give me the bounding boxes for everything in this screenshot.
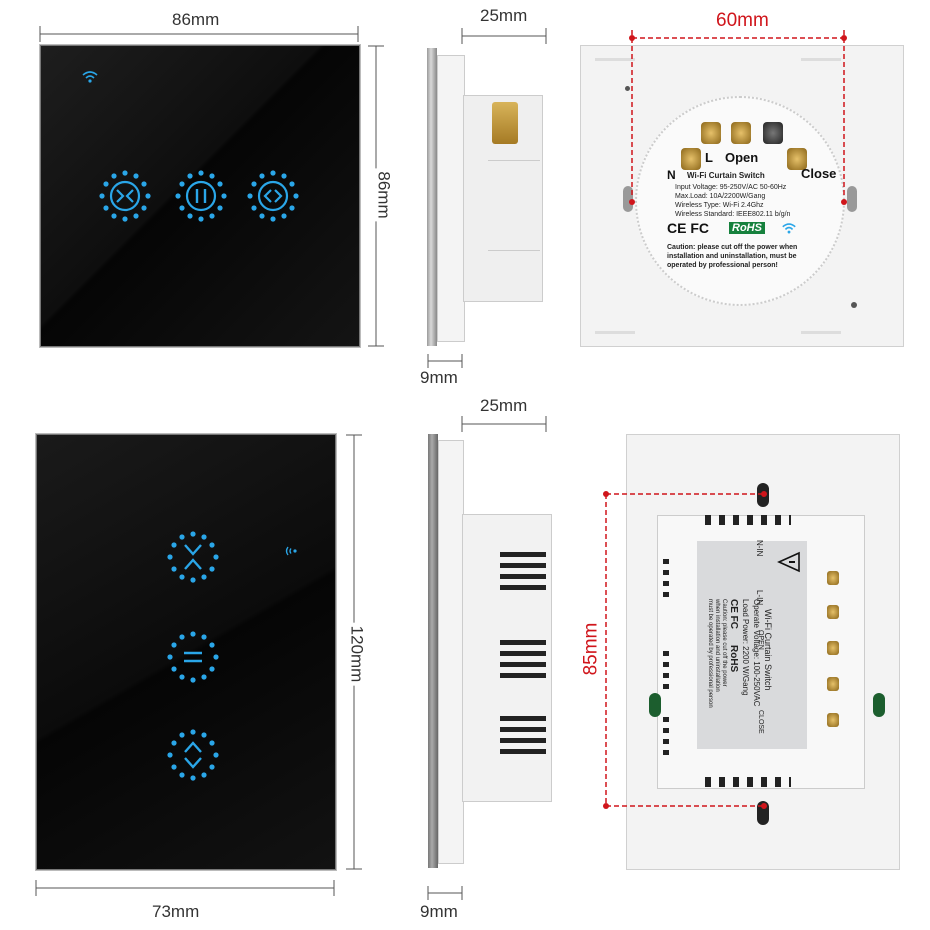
us-depth-label: 25mm: [480, 396, 528, 415]
sq-depth-label: 25mm: [480, 6, 528, 25]
sq-glass-dim-line: [427, 354, 463, 368]
us-screw-terminal: [827, 677, 839, 691]
sq-screw-terminal: [731, 122, 751, 144]
sq-hole-spacing-dim: [629, 30, 847, 205]
sq-width-label: 86mm: [168, 10, 224, 30]
close-curtain-icon[interactable]: [165, 529, 221, 585]
pause-icon[interactable]: [165, 629, 221, 685]
wifi-icon: [285, 546, 297, 556]
us-front-panel: [36, 434, 336, 870]
sq-screw-terminal: [681, 148, 701, 170]
us-screw-terminal: [827, 641, 839, 655]
us-side-vent: [500, 716, 546, 760]
sq-label-line1: Input Voltage: 95-250V/AC 50-60Hz: [675, 184, 787, 191]
wifi-icon: [82, 71, 98, 83]
sq-caution-2: installation and uninstallation, must be: [667, 253, 797, 260]
pause-icon[interactable]: [173, 168, 229, 224]
us-screw-terminal: [827, 571, 839, 585]
us-height-label: 120mm: [346, 622, 367, 686]
sq-side-glass: [427, 48, 437, 346]
sq-caution-3: operated by professional person!: [667, 262, 778, 269]
us-screw-terminal: [827, 713, 839, 727]
sq-label-line2: Max.Load: 10A/2200W/Gang: [675, 193, 766, 200]
sq-cert-rohs: RoHS: [729, 222, 765, 234]
sq-side-box-line: [488, 250, 540, 251]
sq-label-line4: Wireless Standard: IEEE802.11 b/g/n: [675, 211, 791, 218]
sq-side-box-line: [488, 160, 540, 161]
sq-height-label: 86mm: [373, 168, 394, 222]
sq-mount-slot-left: [623, 186, 633, 212]
open-curtain-icon[interactable]: [245, 168, 301, 224]
sq-terminal-l: L: [705, 150, 713, 165]
us-side-glass: [428, 434, 438, 868]
wifi-icon: [782, 223, 796, 234]
sq-label-title: Wi-Fi Curtain Switch: [687, 171, 765, 180]
sq-mount-slot-right: [847, 186, 857, 212]
us-depth-dim-line: [461, 416, 547, 432]
sq-terminal-close: Close: [801, 166, 837, 181]
sq-front-panel: [40, 45, 360, 347]
us-back-plate: N-IN L-IN OPEN CLOSE Wi-Fi Curtain Switc…: [626, 434, 900, 870]
sq-screw-terminal: [701, 122, 721, 144]
sq-caution-1: Caution: please cut off the power when: [667, 244, 798, 251]
sq-cert-ce-fc: CE FC: [667, 220, 709, 236]
us-hole-spacing-dim: [603, 491, 767, 809]
us-glass-label: 9mm: [420, 902, 458, 921]
us-width-label: 73mm: [152, 902, 200, 921]
us-side-vent: [500, 640, 546, 684]
sq-screw-terminal: [787, 148, 807, 170]
sq-label-line3: Wireless Type: Wi-Fi 2.4Ghz: [675, 202, 764, 209]
us-glass-dim-line: [427, 886, 463, 900]
sq-screw-terminal: [763, 122, 783, 144]
us-screw-terminal: [827, 605, 839, 619]
us-side-plate: [438, 440, 464, 864]
sq-terminal-n: N: [667, 168, 676, 182]
close-curtain-icon[interactable]: [97, 168, 153, 224]
us-side-vent: [500, 552, 546, 596]
us-hole-spacing-label: 85mm: [580, 619, 603, 679]
open-curtain-icon[interactable]: [165, 727, 221, 783]
sq-back-plate: L Open N Close Wi-Fi Curtain Switch Inpu…: [580, 45, 904, 347]
sq-side-plate: [437, 55, 465, 342]
sq-glass-label: 9mm: [420, 368, 458, 387]
us-width-dim-line: [35, 880, 335, 896]
sq-hole-spacing-label: 60mm: [712, 10, 773, 32]
warning-icon: [777, 551, 800, 573]
sq-width-dim-line: [39, 26, 359, 42]
sq-terminal-open: Open: [725, 150, 759, 165]
us-back-label: N-IN L-IN OPEN CLOSE Wi-Fi Curtain Switc…: [697, 540, 807, 749]
sq-depth-dim-line: [461, 28, 547, 44]
sq-side-terminal: [492, 102, 518, 144]
